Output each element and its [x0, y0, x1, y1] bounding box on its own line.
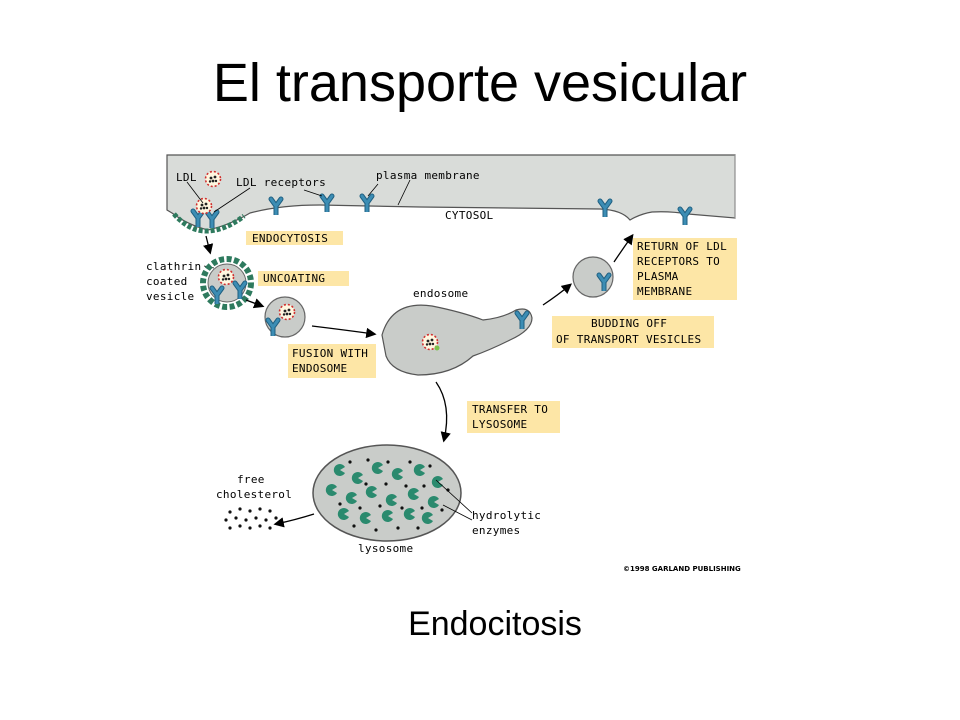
return-label-line4: MEMBRANE — [637, 285, 692, 298]
uncoating-label: UNCOATING — [263, 272, 325, 285]
return-label-line3: PLASMA — [637, 270, 679, 283]
budding-label-line1: BUDDING OFF — [591, 317, 667, 330]
step-box-transfer — [467, 401, 560, 433]
clathrin-coated-vesicle — [200, 256, 254, 310]
lysosome-label: lysosome — [358, 542, 413, 555]
budding-label-line2: OF TRANSPORT VESICLES — [556, 333, 701, 346]
hydrolytic-label-line1: hydrolytic — [472, 509, 541, 522]
ldl-receptors-label: LDL receptors — [236, 176, 326, 189]
free-cholesterol-label-line1: free — [237, 473, 265, 486]
return-label-line2: RECEPTORS TO — [637, 255, 720, 268]
endocytosis-label: ENDOCYTOSIS — [252, 232, 328, 245]
free-cholesterol-label-line2: cholesterol — [216, 488, 292, 501]
step-box-fusion — [288, 344, 376, 378]
slide-title: El transporte vesicular — [212, 53, 748, 113]
free-cholesterol-dots — [224, 507, 278, 530]
lysosome — [312, 444, 462, 542]
cytosol-label: CYTOSOL — [445, 209, 494, 222]
recycling-vesicle — [572, 256, 614, 298]
coated-pit — [172, 197, 246, 234]
fusion-label-line2: ENDOSOME — [292, 362, 347, 375]
step-box-uncoating — [258, 271, 349, 286]
step-box-return — [633, 238, 737, 300]
process-arrows — [203, 233, 634, 528]
ldl-particle — [204, 170, 222, 188]
plasma-membrane-label: plasma membrane — [376, 169, 480, 182]
endosome — [381, 304, 533, 376]
step-box-budding — [552, 316, 714, 348]
fusion-label-line1: FUSION WITH — [292, 347, 368, 360]
return-label-line1: RETURN OF LDL — [637, 240, 727, 253]
plasma-membrane — [166, 154, 736, 231]
ldl-label: LDL — [176, 171, 197, 184]
slide-caption: Endocitosis — [408, 605, 582, 643]
endosome-label: endosome — [413, 287, 468, 300]
clathrin-label-line1: clathrin — [146, 260, 201, 273]
hydrolytic-label-line2: enzymes — [472, 524, 520, 537]
transfer-label-line1: TRANSFER TO — [472, 403, 548, 416]
transfer-label-line2: LYSOSOME — [472, 418, 527, 431]
step-box-endocytosis — [246, 231, 343, 245]
clathrin-label-line3: vesicle — [146, 290, 194, 303]
copyright-label: ©1998 GARLAND PUBLISHING — [623, 565, 741, 573]
uncoated-vesicle — [264, 296, 306, 337]
clathrin-label-line2: coated — [146, 275, 188, 288]
